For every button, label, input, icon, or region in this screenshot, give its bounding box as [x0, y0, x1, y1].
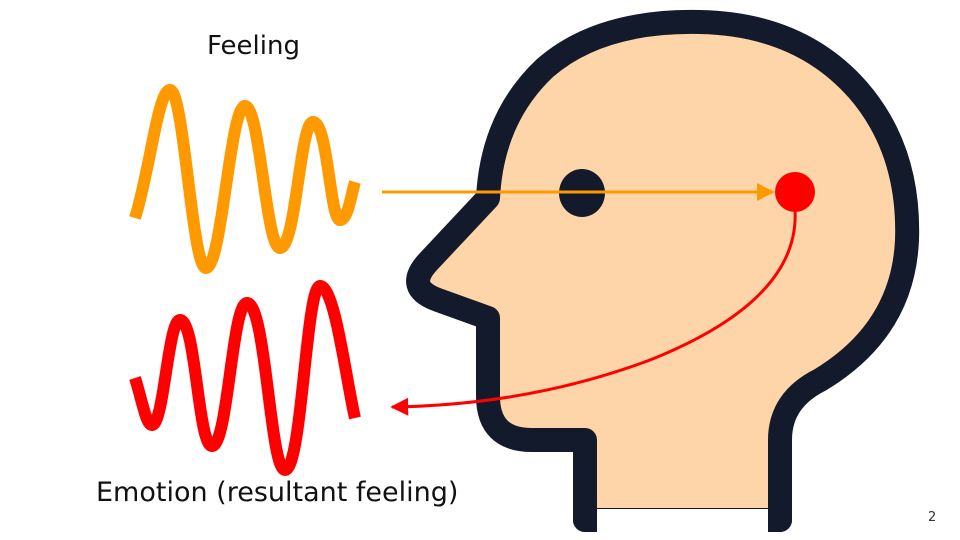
page-number: 2 [928, 510, 937, 525]
red-dot-icon [775, 172, 815, 212]
feeling-label: Feeling [207, 31, 300, 61]
emotion-wave-icon [129, 280, 361, 476]
head-profile-icon [406, 9, 920, 539]
emotion-label: Emotion (resultant feeling) [96, 477, 459, 508]
feeling-wave-icon [129, 84, 361, 274]
curved-arrow-left-icon [390, 209, 797, 416]
head-outline [406, 9, 920, 532]
